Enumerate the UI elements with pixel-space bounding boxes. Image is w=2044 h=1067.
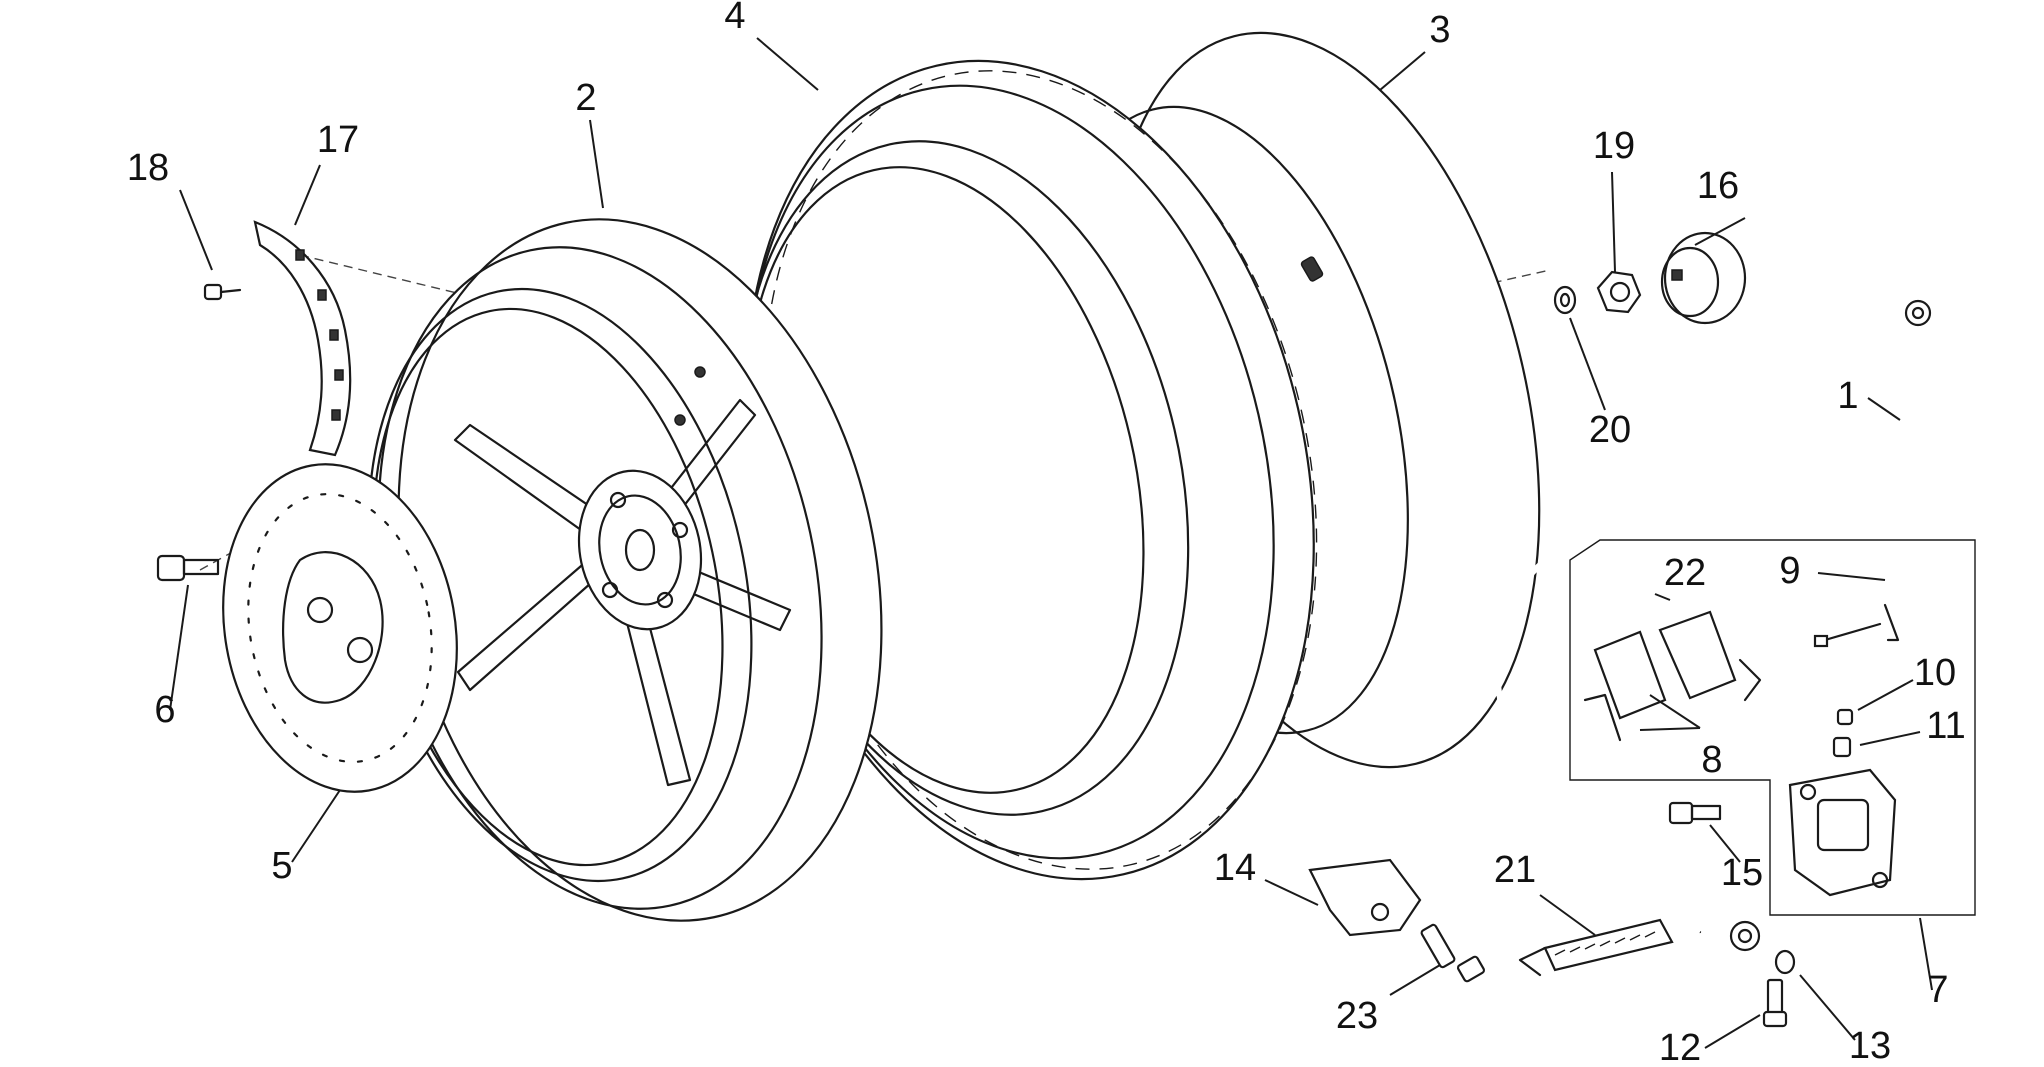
callout-4: 4 (724, 0, 745, 37)
banjo-bolt (1762, 949, 1796, 1028)
callout-2: 2 (575, 77, 596, 119)
callout-8: 8 (1701, 739, 1722, 781)
callout-labels: 1 2 3 4 5 6 7 8 9 10 11 12 13 14 15 16 1… (127, 0, 1966, 1067)
brake-hose (1493, 299, 1932, 952)
callout-14: 14 (1214, 847, 1256, 889)
callout-6: 6 (154, 689, 175, 731)
bracket-screw (1420, 923, 1486, 983)
caliper-bolt (1668, 801, 1722, 825)
callout-19: 19 (1593, 125, 1635, 167)
small-screw (203, 283, 242, 301)
callout-13: 13 (1849, 1025, 1891, 1067)
callout-7: 7 (1927, 969, 1948, 1011)
hose-bracket (1308, 858, 1422, 937)
callout-3: 3 (1429, 9, 1450, 51)
callout-16: 16 (1697, 165, 1739, 207)
callout-23: 23 (1336, 995, 1378, 1037)
guard-segment (253, 220, 352, 457)
callout-11: 11 (1926, 705, 1965, 747)
disc-bolt (156, 554, 220, 582)
callout-18: 18 (127, 147, 169, 189)
callout-1: 1 (1837, 375, 1858, 417)
caliper-group (1569, 539, 1976, 916)
callout-5: 5 (271, 845, 292, 887)
axle-nut (1596, 270, 1642, 314)
hub-cap (1660, 231, 1747, 325)
callout-10: 10 (1914, 652, 1956, 694)
brake-disc (222, 463, 458, 793)
callout-22: 22 (1664, 552, 1706, 594)
callout-20: 20 (1589, 409, 1631, 451)
callout-17: 17 (317, 119, 359, 161)
axle-washer (1553, 285, 1577, 315)
callout-15: 15 (1721, 852, 1763, 894)
brake-spring (1518, 918, 1674, 977)
callout-9: 9 (1779, 550, 1800, 592)
callout-12: 12 (1659, 1027, 1701, 1067)
callout-21: 21 (1494, 849, 1536, 891)
leader-lines (169, 37, 1933, 1049)
